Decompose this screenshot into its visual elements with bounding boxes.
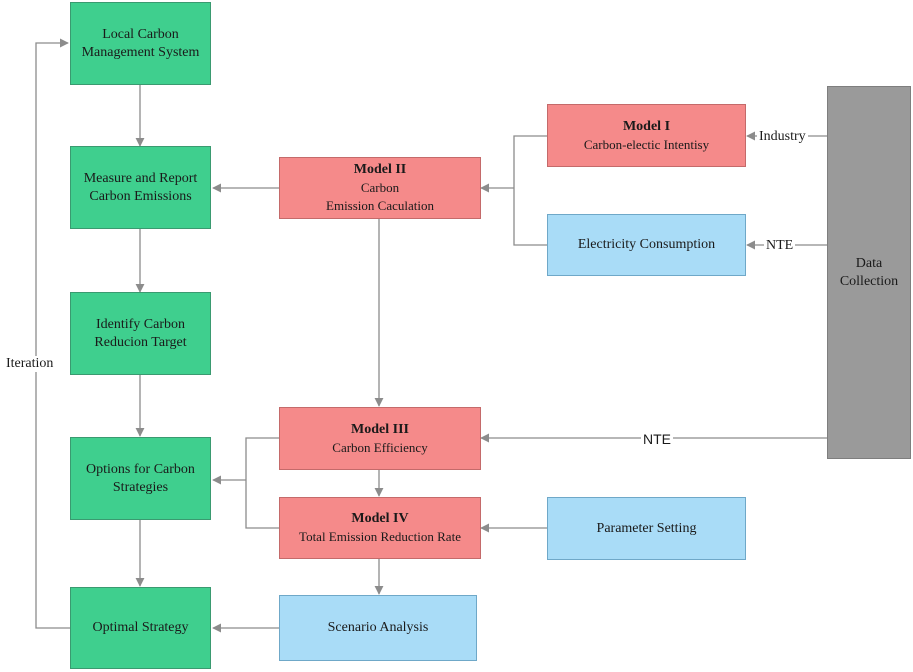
local-carbon-management-line1: Local Carbon: [102, 26, 179, 42]
data-collection-line1: Data: [855, 255, 883, 271]
iteration-loop-line: [35, 38, 70, 629]
nte-label-electricity: NTE: [764, 238, 796, 254]
scenario-analysis-box: Scenario Analysis: [279, 595, 477, 661]
model-ii-line1: Carbon: [360, 180, 400, 195]
local-carbon-management-line2: Management System: [81, 44, 200, 60]
connector-model-i: [513, 135, 547, 246]
model-iv-box: Model IV Total Emission Reduction Rate: [279, 497, 481, 559]
electricity-consumption-box: Electricity Consumption: [547, 214, 746, 276]
identify-target-line2: Reducion Target: [94, 334, 187, 350]
options-strategies-line1: Options for Carbon: [86, 461, 195, 477]
measure-report-box: Measure and Report Carbon Emissions: [70, 146, 211, 229]
model-ii-box: Model II Carbon Emission Caculation: [279, 157, 481, 219]
identify-target-box: Identify Carbon Reducion Target: [70, 292, 211, 375]
model-iv-title: Model IV: [351, 511, 409, 526]
model-iii-title: Model III: [351, 421, 409, 437]
nte-label-model-iii: NTE: [641, 431, 673, 447]
industry-label: Industry: [757, 129, 808, 145]
scenario-analysis-line1: Scenario Analysis: [327, 620, 429, 635]
model-iii-line1: Carbon Efficiency: [332, 439, 428, 455]
measure-report-line2: Carbon Emissions: [89, 188, 192, 204]
optimal-strategy-line1: Optimal Strategy: [92, 620, 189, 635]
parameter-setting-box: Parameter Setting: [547, 497, 746, 560]
model-i-title: Model I: [622, 118, 671, 134]
model-iii-box: Model III Carbon Efficiency: [279, 407, 481, 470]
identify-target-line1: Identify Carbon: [95, 316, 186, 332]
electricity-consumption-line1: Electricity Consumption: [577, 237, 716, 252]
iteration-label: Iteration: [6, 356, 54, 372]
connector-models-to-options: [245, 437, 279, 529]
parameter-setting-line1: Parameter Setting: [596, 520, 697, 536]
measure-report-line1: Measure and Report: [83, 170, 198, 186]
model-iv-line1: Total Emission Reduction Rate: [299, 529, 461, 544]
options-strategies-box: Options for Carbon Strategies: [70, 437, 211, 520]
local-carbon-management-box: Local Carbon Management System: [70, 2, 211, 85]
model-i-box: Model I Carbon-electic Intentisy: [547, 104, 746, 167]
data-collection-line2: Collection: [839, 273, 899, 289]
options-strategies-line2: Strategies: [112, 479, 169, 495]
model-i-line1: Carbon-electic Intentisy: [583, 136, 710, 152]
model-ii-title: Model II: [353, 162, 407, 177]
model-ii-line2: Emission Caculation: [326, 198, 434, 213]
optimal-strategy-box: Optimal Strategy: [70, 587, 211, 669]
data-collection-box: Data Collection: [827, 86, 911, 459]
